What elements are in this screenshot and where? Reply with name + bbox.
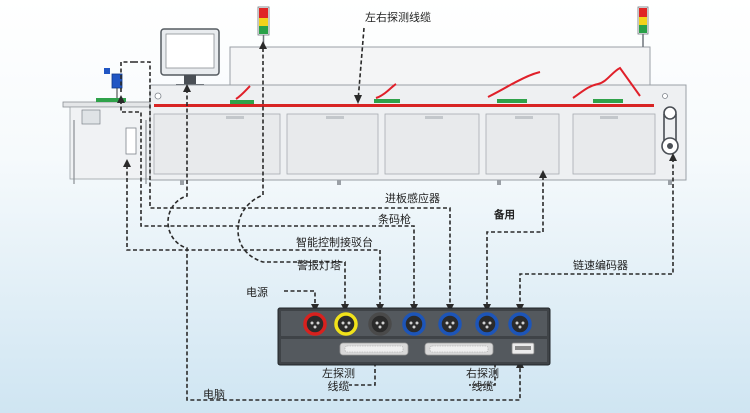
label-right-probe-cable: 右探测 线缆	[466, 367, 499, 393]
connector-smart-dock	[368, 312, 392, 336]
label-left-right-probe-cable: 左右探测线缆	[365, 11, 431, 24]
thermal-profile-1	[235, 85, 251, 100]
connector-board-sensor	[438, 312, 462, 336]
connector-warning-light	[334, 312, 358, 336]
label-warning-light-tower: 警报灯塔	[297, 259, 341, 272]
label-smart-control-dock: 智能控制接驳台	[296, 236, 373, 249]
label-power: 电源	[246, 286, 268, 299]
cable-runs	[120, 27, 674, 401]
conveyor-dock	[62, 98, 152, 184]
db-connector-right-probe	[424, 342, 494, 356]
probe-board	[497, 99, 527, 103]
label-barcode-gun: 条码枪	[378, 213, 411, 226]
thermal-profile-2	[375, 83, 397, 99]
chain-speed-encoder	[661, 106, 679, 155]
usb-port	[511, 342, 535, 355]
reflow-oven	[149, 46, 687, 185]
db-connector-left-probe	[339, 342, 409, 356]
barcode-gun	[104, 68, 123, 98]
connector-power	[303, 312, 327, 336]
connector-barcode-gun	[402, 312, 426, 336]
label-board-sensor: 进板感应器	[385, 192, 440, 205]
warning-light-tower-right	[637, 6, 649, 47]
warning-light-tower-left	[257, 6, 270, 47]
label-left-probe-cable: 左探测 线缆	[322, 367, 355, 393]
thermal-profile-4	[572, 66, 641, 99]
connector-spare	[475, 312, 499, 336]
probe-board	[230, 100, 254, 104]
conveyor-rail	[154, 104, 654, 107]
label-spare: 备用	[494, 209, 515, 221]
label-computer: 电脑	[203, 388, 225, 401]
computer-monitor	[160, 28, 220, 87]
probe-board	[374, 99, 400, 103]
label-speed-encoder: 链速编码器	[573, 259, 628, 272]
connector-speed-encoder	[508, 312, 532, 336]
probe-board	[593, 99, 623, 103]
thermal-profile-3	[487, 71, 541, 98]
power-cable	[284, 290, 316, 310]
